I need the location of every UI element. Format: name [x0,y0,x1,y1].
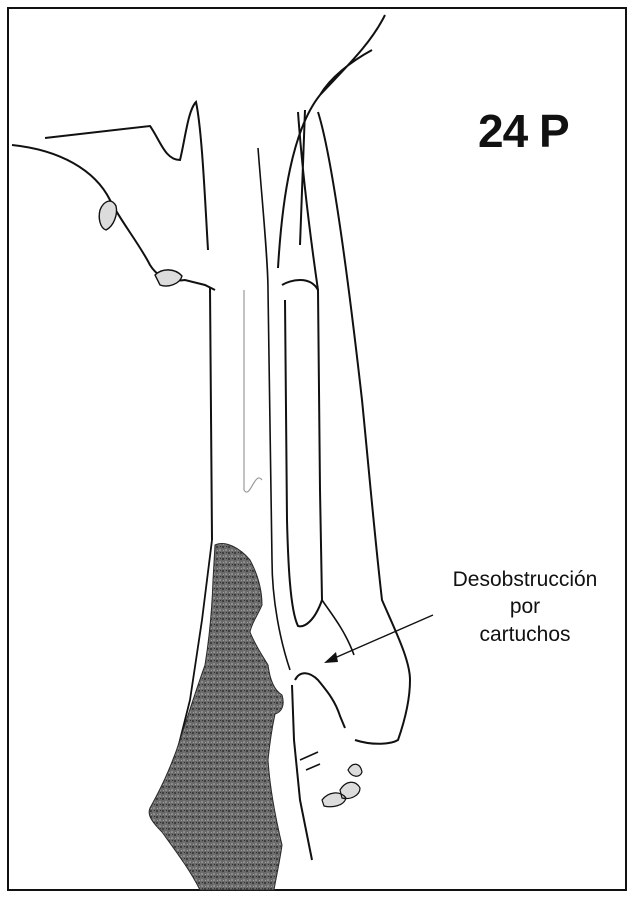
chute-right-wall [282,280,322,626]
outer-right-wall [298,110,410,744]
annotation-label: Desobstrucción por cartuchos [420,566,630,648]
chute-faint-line [244,290,262,492]
ore-blockage [149,543,283,890]
lower-connection [322,600,354,655]
annotation-arrow [324,615,433,663]
upper-right-contour [278,15,385,268]
annotation-line-2: por [420,593,630,620]
chute-left-wall [210,288,212,540]
debris-blob-3 [322,764,362,806]
figure-label: 24 P [478,108,569,154]
debris-blob-1 [99,201,116,230]
debris-tick [300,752,320,770]
hopper-lip [295,673,345,728]
annotation-line-1: Desobstrucción [420,566,630,593]
lower-chute-wall [292,685,312,860]
debris-blob-2 [155,270,182,286]
annotation-line-3: cartuchos [420,621,630,648]
